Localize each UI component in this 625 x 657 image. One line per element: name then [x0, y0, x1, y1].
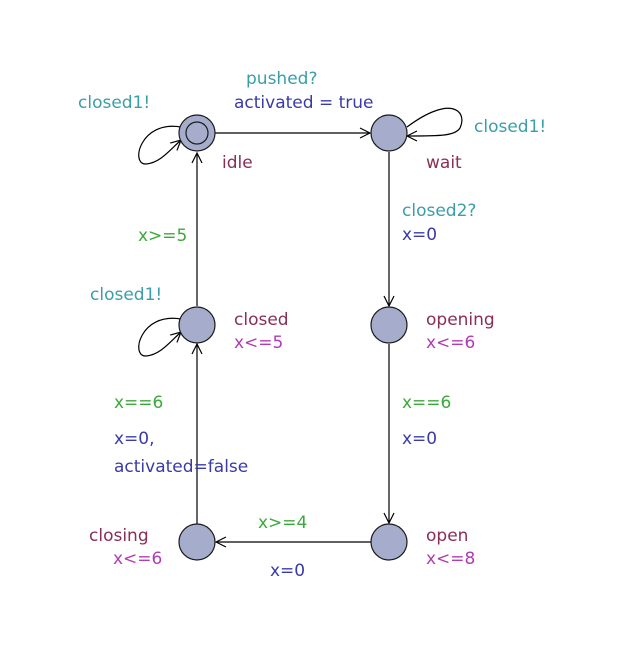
assign-open-closing: x=0	[270, 561, 305, 581]
invariant-closing: x<=6	[113, 549, 162, 569]
assign-closing-closed-line2: activated=false	[114, 457, 248, 477]
edge-closed-self-loop[interactable]	[138, 317, 181, 357]
assign-closing-closed-line1: x=0,	[114, 429, 155, 449]
state-name-closed: closed	[234, 310, 289, 330]
edge-idle-self-loop[interactable]	[138, 125, 181, 165]
assign-opening-open: x=0	[402, 429, 437, 449]
state-idle[interactable]	[178, 114, 216, 152]
state-wait[interactable]	[370, 114, 408, 152]
state-open[interactable]	[370, 523, 408, 561]
state-name-closing: closing	[89, 526, 149, 546]
sync-idle-self-loop: closed1!	[78, 93, 150, 113]
guard-open-closing: x>=4	[258, 513, 307, 533]
invariant-opening: x<=6	[426, 333, 475, 353]
assign-wait-opening: x=0	[402, 225, 437, 245]
edge-wait-self-loop[interactable]	[407, 107, 463, 136]
state-closing[interactable]	[178, 523, 216, 561]
sync-closed-self-loop: closed1!	[90, 285, 162, 305]
guard-closed-idle: x>=5	[138, 226, 187, 246]
invariant-open: x<=8	[426, 549, 475, 569]
state-closed[interactable]	[178, 306, 216, 344]
state-name-wait: wait	[426, 153, 462, 173]
state-name-idle: idle	[222, 153, 253, 173]
state-name-open: open	[426, 526, 468, 546]
state-name-opening: opening	[426, 310, 495, 330]
guard-opening-open: x==6	[402, 393, 451, 413]
initial-state-marker	[185, 121, 209, 145]
sync-wait-opening: closed2?	[402, 201, 476, 221]
invariant-closed: x<=5	[234, 333, 283, 353]
sync-idle-wait: pushed?	[246, 69, 317, 89]
guard-closing-closed: x==6	[114, 393, 163, 413]
assign-idle-wait: activated = true	[234, 93, 374, 113]
state-opening[interactable]	[370, 306, 408, 344]
sync-wait-self-loop: closed1!	[474, 117, 546, 137]
